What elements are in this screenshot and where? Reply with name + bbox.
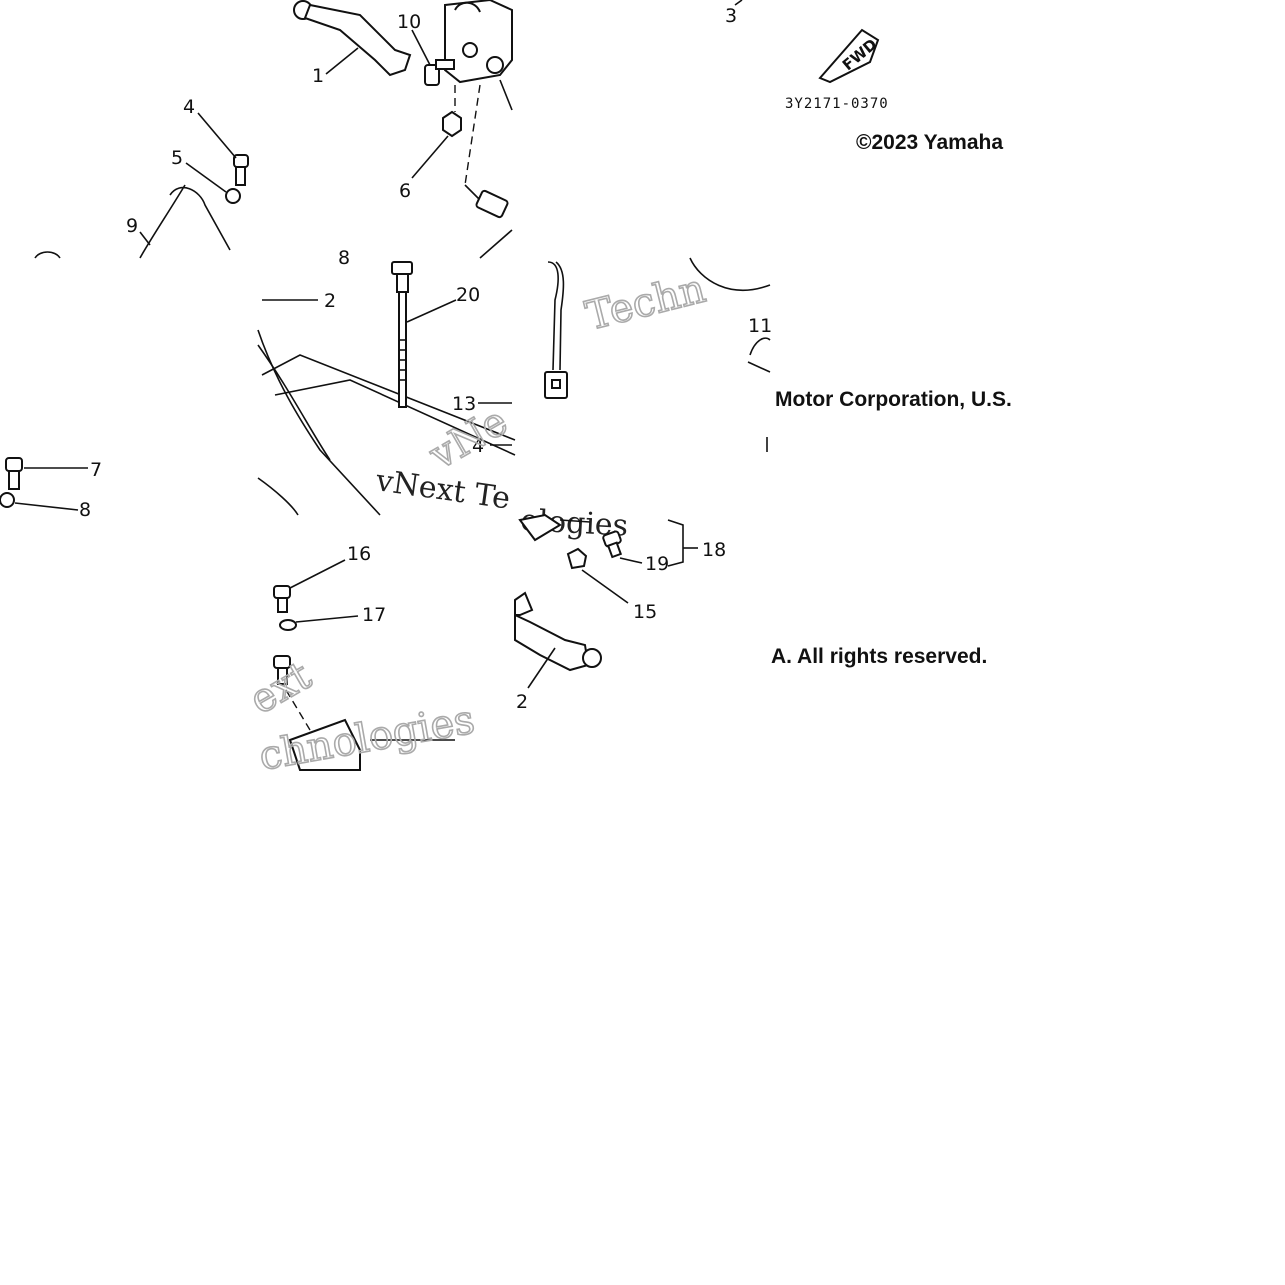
- callout-9: 9: [126, 215, 138, 237]
- washer-5-shape: [225, 188, 241, 204]
- brake-switch-shape: [475, 189, 509, 219]
- tile-middle-right: Techn 11: [544, 257, 772, 452]
- callout-18: 18: [702, 539, 726, 561]
- bolt-lower-shape: [273, 655, 291, 685]
- washer-8-shape: [0, 492, 15, 508]
- bolt-10-shape: [424, 59, 455, 86]
- nut-6-shape: [442, 110, 462, 138]
- watermark-techn: Techn: [581, 266, 710, 340]
- tile-top-center: 10 6: [397, 0, 513, 259]
- callout-10: 10: [397, 11, 421, 33]
- callout-5: 5: [171, 147, 183, 169]
- callout-1: 1: [312, 65, 324, 87]
- tile-middle-left: 7 8: [0, 457, 102, 521]
- washer-17-shape: [279, 619, 297, 631]
- tile-top-right: 3 FWD 3Y2171-0370 ©2023 Yamaha: [725, 0, 1003, 154]
- tile-bottom-right: ologies 19 18 15 2: [514, 503, 726, 713]
- bolt-7-shape: [5, 457, 23, 490]
- lever-1-shape: [293, 0, 412, 77]
- tile-bottom-center: 16 17 ext chnologies: [241, 543, 479, 781]
- callout-4-mid: 4: [472, 435, 484, 457]
- callout-19: 19: [645, 553, 669, 575]
- callout-17: 17: [362, 604, 386, 626]
- tile-top-left: 4 5 9 1: [34, 0, 412, 259]
- callout-2-mid: 2: [324, 290, 336, 312]
- callout-8: 8: [79, 499, 91, 521]
- callout-13: 13: [452, 393, 476, 415]
- switch-housing-shape: [288, 718, 361, 771]
- callout-7: 7: [90, 459, 102, 481]
- callout-3: 3: [725, 5, 737, 27]
- callout-4-top: 4: [183, 96, 195, 118]
- nut-15-shape: [566, 547, 588, 570]
- callout-6: 6: [399, 180, 411, 202]
- callout-16: 16: [347, 543, 371, 565]
- callout-11: 11: [748, 315, 772, 337]
- lever-2-shape: [514, 591, 602, 672]
- bolt-19-shape: [602, 530, 623, 559]
- cable-tie-20-shape: [391, 261, 413, 408]
- bolt-4-shape: [233, 154, 249, 186]
- fwd-arrow-icon: FWD: [818, 28, 881, 84]
- master-cylinder-shape: [444, 0, 513, 84]
- copyright-line-1: ©2023 Yamaha: [856, 131, 1003, 154]
- tile-middle-center: 8 2 20 13 4 vNext Te vNe: [257, 247, 516, 517]
- copyright-line-3: A. All rights reserved.: [771, 645, 987, 668]
- bolt-16-shape: [273, 585, 291, 613]
- part-code: 3Y2171-0370: [785, 96, 889, 112]
- copyright-line-2: Motor Corporation, U.S.: [775, 388, 1012, 411]
- callout-8-top: 8: [338, 247, 350, 269]
- callout-15: 15: [633, 601, 657, 623]
- watermark-ext: ext: [242, 653, 319, 724]
- callout-20: 20: [456, 284, 480, 306]
- callout-2-bottom: 2: [516, 691, 528, 713]
